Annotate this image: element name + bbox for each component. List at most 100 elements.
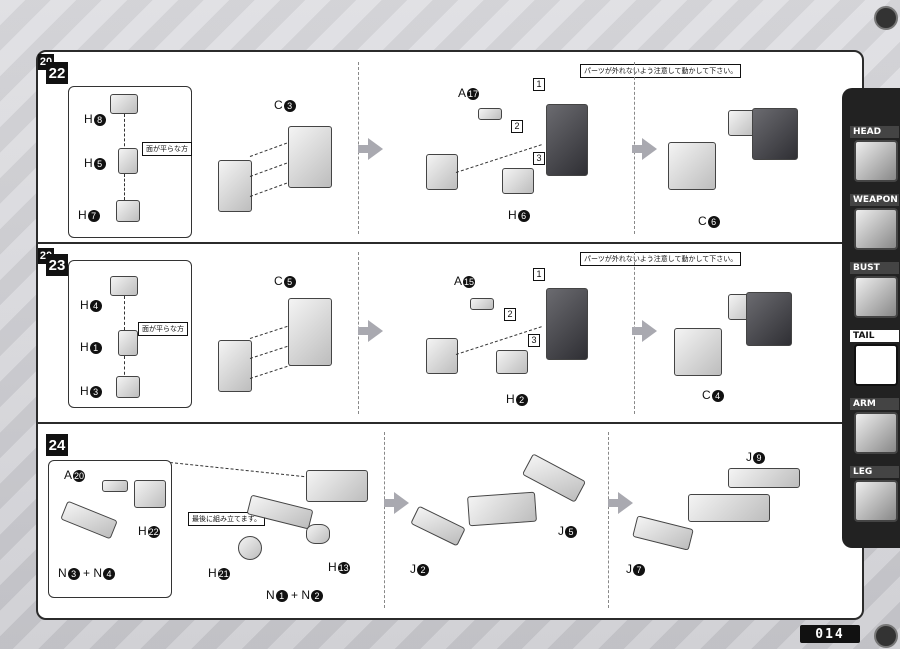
guide-line bbox=[169, 462, 310, 478]
corner-logo-icon bbox=[874, 6, 898, 30]
part-c6 bbox=[668, 142, 716, 190]
flat-side-note: 面が平らな方 bbox=[142, 142, 192, 156]
caution-note: パーツが外れないよう注意して動かして下さい。 bbox=[580, 64, 742, 78]
next-arrow-icon bbox=[358, 138, 383, 160]
bust-thumbnail-icon bbox=[854, 276, 898, 318]
part-body-dark bbox=[546, 104, 588, 176]
part-j7 bbox=[632, 515, 694, 551]
next-arrow-icon bbox=[608, 492, 633, 514]
divider bbox=[608, 432, 609, 608]
sidebar-tab-arm[interactable]: ARM bbox=[850, 398, 899, 410]
guide-line bbox=[124, 114, 125, 156]
part-h21 bbox=[238, 536, 262, 560]
assemble-last-note: 最後に組み立てます。 bbox=[188, 512, 265, 526]
sidebar-tab-tail[interactable]: TAIL bbox=[850, 330, 899, 342]
next-arrow-icon bbox=[632, 320, 657, 342]
step-number: 24 bbox=[46, 434, 68, 456]
part-tail-assembly bbox=[467, 491, 537, 527]
part-small bbox=[728, 110, 756, 136]
part-body-dark bbox=[546, 288, 588, 360]
step-box-3: 3 bbox=[533, 152, 545, 165]
part-a17 bbox=[478, 108, 502, 120]
corner-logo-icon bbox=[874, 624, 898, 648]
part-h22 bbox=[134, 480, 166, 508]
arm-thumbnail-icon bbox=[854, 412, 898, 454]
step-box-2: 2 bbox=[511, 120, 523, 133]
sidebar-tab-leg[interactable]: LEG bbox=[850, 466, 899, 478]
part-block-20 bbox=[426, 154, 458, 190]
part-h3 bbox=[116, 376, 140, 398]
caution-note: パーツが外れないよう注意して動かして下さい。 bbox=[580, 252, 742, 266]
part-c3 bbox=[288, 126, 332, 188]
flat-side-note: 面が平らな方 bbox=[138, 322, 188, 336]
part-h6 bbox=[502, 168, 534, 194]
part-h1 bbox=[118, 330, 138, 356]
part-a20 bbox=[102, 480, 128, 492]
part-a15 bbox=[470, 298, 494, 310]
next-arrow-icon bbox=[384, 492, 409, 514]
step-box-2: 2 bbox=[504, 308, 516, 321]
step-box-3: 3 bbox=[528, 334, 540, 347]
part-head-dark bbox=[752, 108, 798, 160]
step-box-1: 1 bbox=[533, 78, 545, 91]
category-sidebar: HEAD WEAPON BUST TAIL ARM LEG bbox=[842, 88, 900, 548]
tail-thumbnail-icon bbox=[854, 344, 898, 386]
part-tail-assembly bbox=[688, 494, 770, 522]
step-23-row: 23 H4 H1 面が平らな方 H3 C5 A15 20 H2 1 2 3 パー… bbox=[38, 246, 862, 424]
part-tail-segment bbox=[306, 470, 368, 502]
instruction-panel: 22 H8 H5 面が平らな方 H7 C3 A17 20 H6 1 2 3 パー… bbox=[36, 50, 864, 620]
guide-line bbox=[124, 356, 125, 380]
part-h13 bbox=[306, 524, 330, 544]
part-c5 bbox=[288, 298, 332, 366]
step-number: 23 bbox=[46, 254, 68, 276]
part-head-dark bbox=[746, 292, 792, 346]
sidebar-tab-bust[interactable]: BUST bbox=[850, 262, 899, 274]
weapon-thumbnail-icon bbox=[854, 208, 898, 250]
sidebar-tab-weapon[interactable]: WEAPON bbox=[850, 194, 899, 206]
sidebar-tab-head[interactable]: HEAD bbox=[850, 126, 899, 138]
part-block-20 bbox=[426, 338, 458, 374]
next-arrow-icon bbox=[358, 320, 383, 342]
page-number: 014 bbox=[800, 625, 860, 643]
part-assembled-h bbox=[218, 160, 252, 212]
part-j2 bbox=[410, 505, 466, 547]
leg-thumbnail-icon bbox=[854, 480, 898, 522]
guide-line bbox=[124, 296, 125, 330]
part-h8 bbox=[110, 94, 138, 114]
guide-line bbox=[124, 174, 125, 200]
head-thumbnail-icon bbox=[854, 140, 898, 182]
step-box-1: 1 bbox=[533, 268, 545, 281]
part-j9 bbox=[728, 468, 800, 488]
part-h5 bbox=[118, 148, 138, 174]
divider bbox=[384, 432, 385, 608]
part-h2 bbox=[496, 350, 528, 374]
step-number: 22 bbox=[46, 62, 68, 84]
part-assembled-h bbox=[218, 340, 252, 392]
step-22-row: 22 H8 H5 面が平らな方 H7 C3 A17 20 H6 1 2 3 パー… bbox=[38, 52, 862, 244]
